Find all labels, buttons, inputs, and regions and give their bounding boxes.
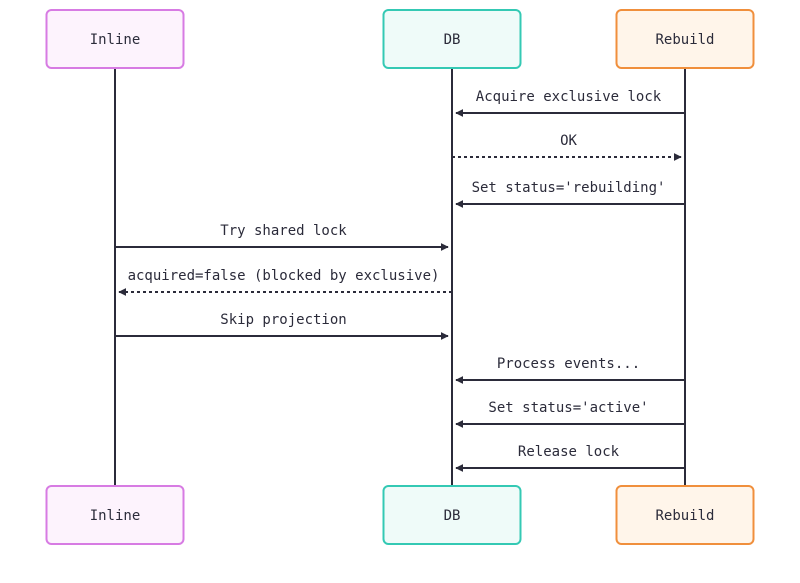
actor-box (382, 485, 522, 545)
actor-db-bottom: DB (382, 485, 522, 545)
actor-box (382, 9, 522, 69)
lifelines (114, 68, 686, 486)
message-7: Process events... (455, 356, 685, 384)
message-1: Acquire exclusive lock (455, 89, 685, 117)
message-6: Skip projection (115, 312, 449, 340)
message-label: Set status='active' (488, 400, 648, 416)
actor-label: Rebuild (655, 508, 714, 524)
actor-box (615, 485, 755, 545)
actor-box (45, 485, 185, 545)
actor-label: DB (444, 508, 461, 524)
actor-label: Inline (90, 508, 141, 524)
message-label: Skip projection (220, 312, 346, 328)
actor-box (615, 9, 755, 69)
message-label: acquired=false (blocked by exclusive) (128, 268, 440, 284)
message-8: Set status='active' (455, 400, 685, 428)
actor-inline-top: Inline (45, 9, 185, 69)
message-label: OK (560, 133, 577, 149)
message-3: Set status='rebuilding' (455, 180, 685, 208)
actor-db-top: DB (382, 9, 522, 69)
message-label: Set status='rebuilding' (472, 180, 666, 196)
actor-label: Inline (90, 32, 141, 48)
actor-rebuild-top: Rebuild (615, 9, 755, 69)
message-2: OK (452, 133, 682, 161)
actor-label: Rebuild (655, 32, 714, 48)
message-label: Release lock (518, 444, 620, 460)
actor-rebuild-bottom: Rebuild (615, 485, 755, 545)
message-label: Try shared lock (220, 223, 347, 239)
message-5: acquired=false (blocked by exclusive) (118, 268, 452, 296)
actor-box (45, 9, 185, 69)
message-4: Try shared lock (115, 223, 449, 251)
actor-inline-bottom: Inline (45, 485, 185, 545)
message-9: Release lock (455, 444, 685, 472)
message-label: Acquire exclusive lock (476, 89, 662, 105)
message-label: Process events... (497, 356, 640, 372)
actor-label: DB (444, 32, 461, 48)
